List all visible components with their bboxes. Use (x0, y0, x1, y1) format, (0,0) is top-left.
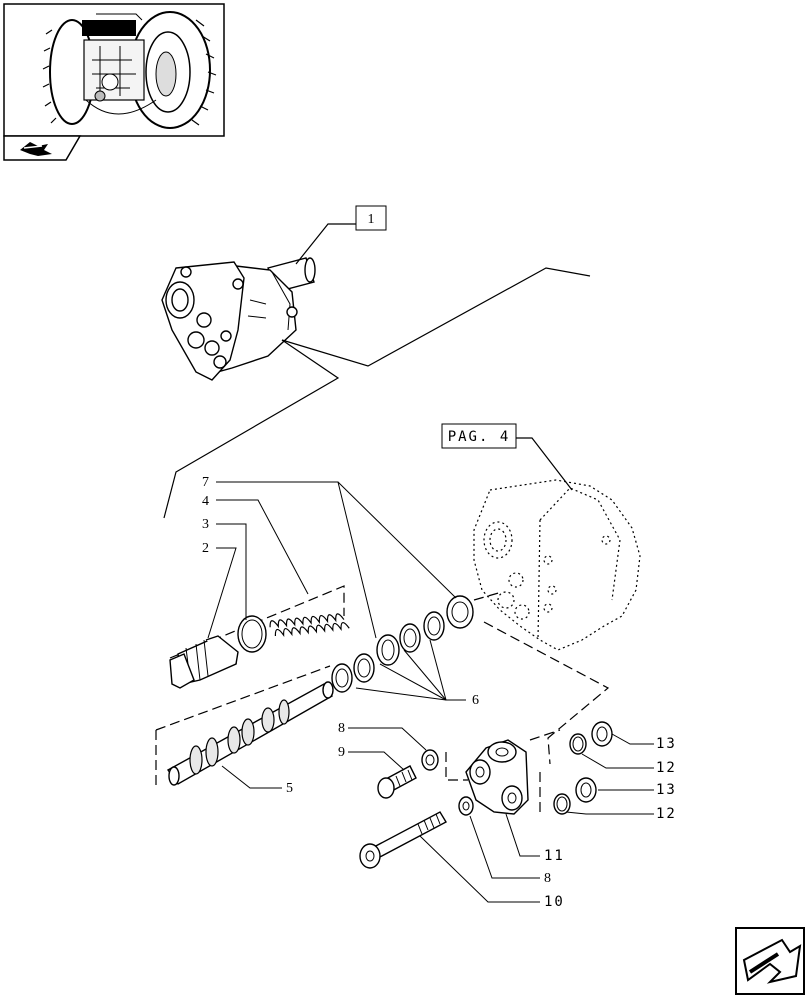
label-12-lower: 12 (656, 806, 677, 822)
label-9: 9 (338, 745, 345, 760)
label-8-lower: 8 (544, 871, 551, 886)
next-page-button[interactable] (735, 927, 805, 995)
label-13-lower: 13 (656, 782, 677, 798)
label-7: 7 (202, 475, 209, 490)
label-4: 4 (202, 494, 209, 509)
page-reference-text: PAG. 4 (448, 429, 511, 445)
spring-part (269, 613, 350, 638)
nav-arrow-icon (20, 142, 52, 156)
bolt-10 (359, 811, 447, 869)
plug-part (169, 635, 239, 689)
leader-lines (207, 481, 654, 903)
callout-1: 1 (295, 205, 387, 265)
label-6: 6 (472, 693, 479, 708)
thumbnail-tab[interactable] (3, 135, 82, 161)
label-2: 2 (202, 541, 209, 556)
housing-reference (473, 479, 641, 651)
banjo-fitting (465, 739, 529, 815)
break-line-lower (163, 339, 340, 519)
pump-assembly (161, 257, 316, 381)
label-5: 5 (286, 781, 293, 796)
callout-1-text: 1 (368, 212, 375, 227)
spool-part (166, 681, 334, 786)
next-page-arrow-icon (742, 938, 802, 984)
assembly-guides (155, 585, 610, 812)
thumbnail-panel[interactable] (3, 3, 225, 161)
label-3: 3 (202, 517, 209, 532)
ring-stack (331, 595, 474, 693)
label-8-upper: 8 (338, 721, 345, 736)
label-13-upper: 13 (656, 736, 677, 752)
tractor-thumbnail-icon (42, 11, 217, 129)
break-line-upper (281, 267, 591, 367)
label-12-upper: 12 (656, 760, 677, 776)
reference-labels: 7 4 3 2 6 5 8 9 11 8 10 13 12 13 12 (202, 475, 677, 910)
label-10: 10 (544, 894, 565, 910)
screw-9 (377, 765, 417, 799)
label-11: 11 (544, 848, 565, 864)
callout-page-reference: PAG. 4 (441, 423, 573, 491)
